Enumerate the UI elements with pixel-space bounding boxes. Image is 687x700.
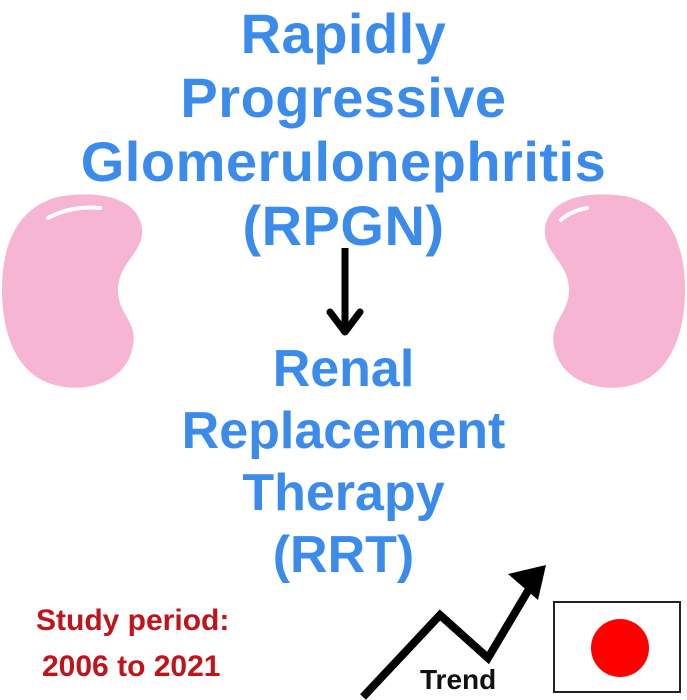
title-line-4: (RPGN) bbox=[242, 194, 445, 257]
outcome-line-4: (RRT) bbox=[272, 526, 415, 584]
title-line-1: Rapidly bbox=[240, 2, 447, 65]
study-period: Study period: 2006 to 2021 bbox=[36, 598, 229, 690]
title-line-2: Progressive bbox=[180, 66, 507, 129]
outcome-line-2: Replacement bbox=[181, 402, 506, 460]
left-kidney-icon bbox=[2, 194, 143, 388]
study-period-range: 2006 to 2021 bbox=[42, 650, 221, 683]
japan-flag-icon bbox=[553, 601, 681, 693]
study-period-label: Study period: bbox=[36, 604, 230, 637]
outcome-line-1: Renal bbox=[272, 340, 415, 398]
outcome-label: Renal Replacement Therapy (RRT) bbox=[0, 338, 687, 586]
right-kidney-icon bbox=[544, 194, 685, 388]
flag-disc bbox=[591, 619, 649, 677]
diagram-title: Rapidly Progressive Glomerulonephritis (… bbox=[0, 0, 687, 258]
title-line-3: Glomerulonephritis bbox=[80, 130, 607, 193]
outcome-line-3: Therapy bbox=[242, 464, 445, 522]
arrow-down-icon bbox=[326, 248, 364, 336]
trend-label: Trend bbox=[420, 664, 497, 695]
trend-up-arrow-icon bbox=[360, 565, 546, 700]
